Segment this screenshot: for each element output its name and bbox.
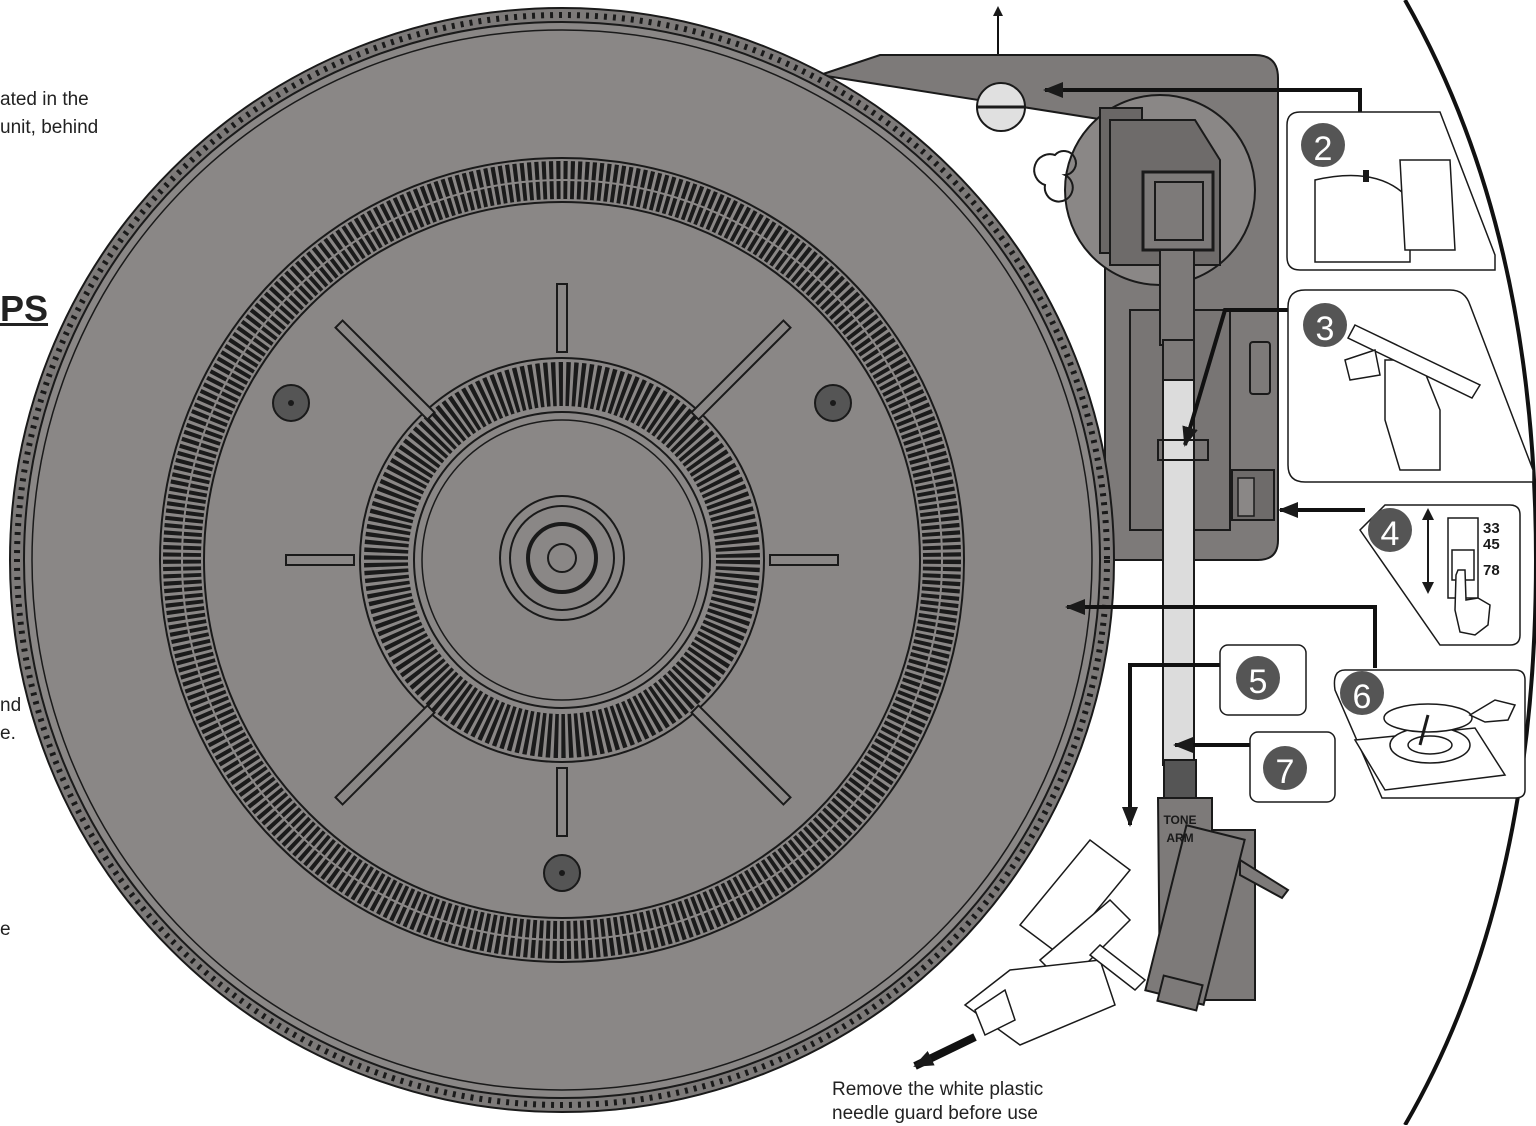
step-3-panel: 3	[1287, 289, 1534, 483]
step-5-panel: 5	[1219, 644, 1307, 716]
needle-guard-note: Remove the white plastic needle guard be…	[832, 1078, 1043, 1126]
step-6-number: 6	[1353, 678, 1372, 716]
tonearm-tube	[1162, 339, 1195, 766]
step-6-badge	[1340, 671, 1384, 715]
section-heading-fragment: PS	[0, 288, 49, 329]
callout-line-2	[1043, 82, 1362, 112]
needle-guard-arrow	[913, 1033, 977, 1070]
tonearm-label-line2: ARM	[1166, 831, 1193, 845]
text-fragment-3: e	[0, 919, 11, 940]
step-4-panel: 4 33 45 78	[1359, 504, 1521, 646]
step-3-number: 3	[1316, 310, 1335, 348]
step-7-panel: 7	[1249, 731, 1336, 803]
step-7-badge	[1263, 746, 1307, 790]
cartridge-sketch	[963, 838, 1147, 1046]
callout-line-3	[1182, 308, 1290, 447]
speed-33: 33	[1483, 520, 1500, 537]
needle-guard-note-line1: Remove the white plastic	[832, 1079, 1044, 1100]
hand-icon	[1468, 699, 1517, 723]
step-2-panel: 2	[1286, 111, 1496, 271]
speed-78: 78	[1483, 562, 1500, 579]
step-4-number: 4	[1381, 515, 1400, 553]
text-fragment-1: nd	[0, 695, 22, 716]
step-5-badge	[1236, 656, 1280, 700]
step-3-badge	[1303, 303, 1347, 347]
step-6-panel: 6	[1333, 669, 1526, 799]
step-5-number: 5	[1249, 663, 1268, 701]
callout-line-5	[1122, 663, 1220, 827]
tonearm-label-line1: TONE	[1163, 813, 1196, 827]
arm-neck	[1159, 249, 1195, 346]
body-slot	[1249, 341, 1271, 395]
step-7-number: 7	[1276, 753, 1295, 791]
figure-eight-icon	[1033, 150, 1077, 203]
intro-text-line1: ated in the	[0, 89, 89, 110]
step-4-badge	[1368, 508, 1412, 552]
needle-guard-note-line2: needle guard before use	[832, 1103, 1038, 1124]
step-2-number: 2	[1314, 130, 1333, 168]
speed-45: 45	[1483, 536, 1500, 553]
finger-icon	[1454, 569, 1491, 636]
boundary-curve	[1403, 0, 1536, 1125]
rotate-arrow-icon	[961, 130, 1051, 161]
text-fragment-2: e.	[0, 723, 16, 744]
callout-line-6	[1065, 599, 1377, 668]
intro-text-line2: unit, behind	[0, 117, 99, 138]
step-2-badge	[1301, 123, 1345, 167]
platter	[9, 7, 1115, 1113]
finger-lift	[1239, 858, 1290, 900]
